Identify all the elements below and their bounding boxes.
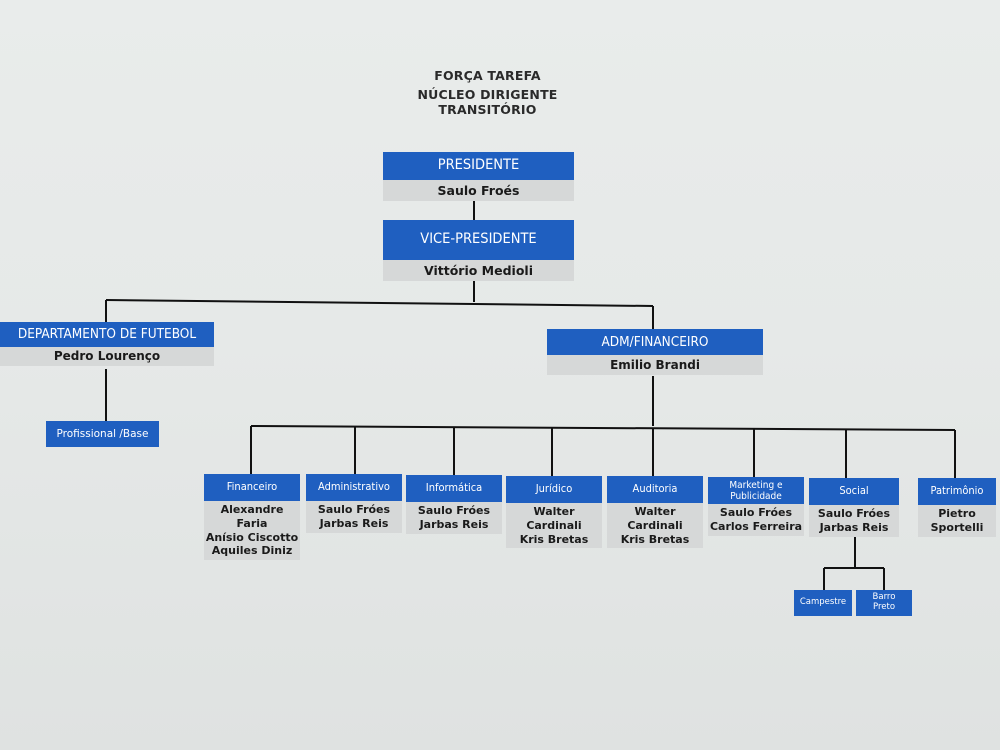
social-unit-label: Campestre [799,597,847,608]
presidente-box: PRESIDENTE Saulo Froés [383,152,574,201]
adm-financeiro-box: ADM/FINANCEIRO Emilio Brandi [547,329,763,375]
person-name: Walter Cardinali [526,505,582,532]
chart-title: FORÇA TAREFA NÚCLEO DIRIGENTE TRANSITÓRI… [380,68,595,117]
person-name: Walter Cardinali [627,505,683,532]
adm-financeiro-title: ADM/FINANCEIRO [547,329,763,355]
area-informatica-title: Informática [406,475,502,502]
area-marketing-box: Marketing e Publicidade Saulo Fróes Carl… [708,477,804,536]
area-patrimonio-names: Pietro Sportelli [918,505,996,537]
person-name: Saulo Fróes [719,506,793,519]
person-name: Kris Bretas [620,532,690,546]
area-social-names: Saulo Fróes Jarbas Reis [809,505,899,537]
person-name: Aquiles Diniz [211,544,293,558]
area-informatica-box: Informática Saulo Fróes Jarbas Reis [406,475,502,534]
person-name: Jarbas Reis [819,520,889,534]
title-line-2: NÚCLEO DIRIGENTE TRANSITÓRIO [417,87,558,117]
profissional-base-label: Profissional /Base [56,427,149,440]
departamento-futebol-name: Pedro Lourenço [0,347,214,366]
area-administrativo-names: Saulo Fróes Jarbas Reis [306,501,402,533]
vice-presidente-box: VICE-PRESIDENTE Vittório Medioli [383,220,574,281]
person-name: Saulo Fróes [817,507,891,520]
presidente-title: PRESIDENTE [383,152,574,180]
adm-financeiro-name: Emilio Brandi [547,355,763,375]
presidente-name: Saulo Froés [383,180,574,201]
area-administrativo-box: Administrativo Saulo Fróes Jarbas Reis [306,474,402,533]
person-name: Jarbas Reis [419,517,489,531]
social-unit-barro-preto: Barro Preto [856,590,912,616]
area-patrimonio-title: Patrimônio [918,478,996,505]
area-marketing-names: Saulo Fróes Carlos Ferreira [708,504,804,536]
area-financeiro-title: Financeiro [204,474,300,501]
person-name: Kris Bretas [519,532,589,546]
area-informatica-names: Saulo Fróes Jarbas Reis [406,502,502,534]
vice-presidente-name: Vittório Medioli [383,260,574,281]
social-unit-label: Barro Preto [872,592,896,612]
area-juridico-title: Jurídico [506,476,602,503]
area-marketing-title: Marketing e Publicidade [708,477,804,504]
vice-presidente-title: VICE-PRESIDENTE [383,220,574,260]
area-auditoria-names: Walter Cardinali Kris Bretas [607,503,703,549]
departamento-futebol-box: DEPARTAMENTO DE FUTEBOL Pedro Lourenço [0,322,214,366]
person-name: Pietro [938,507,976,520]
person-name: Saulo Fróes [417,504,491,517]
area-juridico-names: Walter Cardinali Kris Bretas [506,503,602,549]
title-line-1: FORÇA TAREFA [434,68,541,83]
area-financeiro-box: Financeiro Alexandre Faria Anísio Ciscot… [204,474,300,560]
person-name: Anísio Ciscotto [205,530,299,544]
social-unit-campestre: Campestre [794,590,852,616]
area-administrativo-title: Administrativo [306,474,402,501]
area-patrimonio-box: Patrimônio Pietro Sportelli [918,478,996,537]
area-financeiro-names: Alexandre Faria Anísio Ciscotto Aquiles … [204,501,300,560]
area-auditoria-title: Auditoria [607,476,703,503]
person-name: Carlos Ferreira [709,519,803,533]
person-name: Alexandre Faria [220,503,284,530]
area-juridico-box: Jurídico Walter Cardinali Kris Bretas [506,476,602,549]
profissional-base-box: Profissional /Base [46,421,159,447]
area-auditoria-box: Auditoria Walter Cardinali Kris Bretas [607,476,703,549]
person-name: Sportelli [930,520,984,534]
area-social-title: Social [809,478,899,505]
departamento-futebol-title: DEPARTAMENTO DE FUTEBOL [0,322,214,347]
person-name: Saulo Fróes [317,503,391,516]
area-social-box: Social Saulo Fróes Jarbas Reis [809,478,899,537]
person-name: Jarbas Reis [319,516,389,530]
